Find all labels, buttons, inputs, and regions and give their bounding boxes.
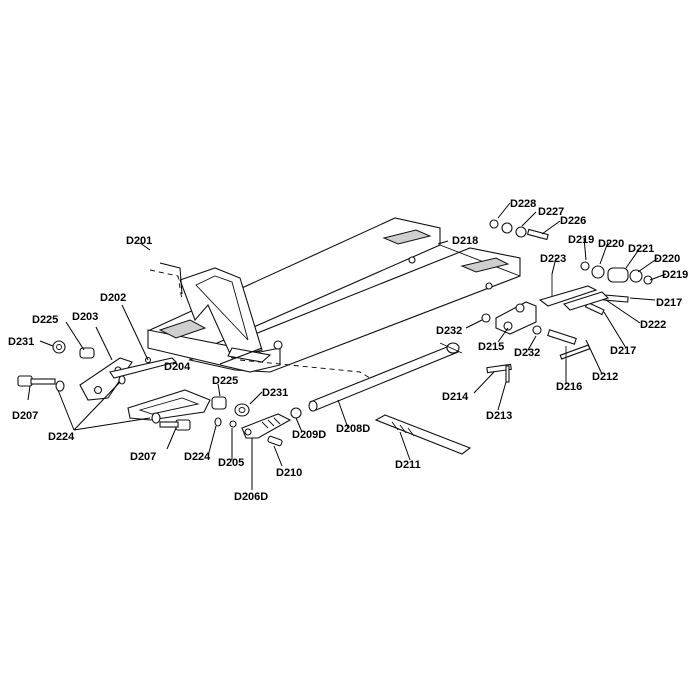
label-d219-right: D219 [662, 269, 688, 281]
assembly-axis-line [149, 269, 183, 301]
label-d225-left: D225 [32, 314, 58, 326]
label-d231-right: D231 [262, 387, 288, 399]
label-d217-lower: D217 [610, 345, 636, 357]
label-d228: D228 [510, 198, 536, 210]
label-d204: D204 [164, 361, 191, 373]
label-d202: D202 [100, 292, 126, 304]
center-right-parts [481, 301, 542, 383]
upper-right-parts [489, 219, 653, 362]
label-d221: D221 [628, 243, 654, 255]
label-d218: D218 [452, 235, 478, 247]
label-d220-right: D220 [654, 253, 680, 265]
label-d208d: D208D [336, 423, 370, 435]
label-d231-left: D231 [8, 336, 34, 348]
rod-d211 [374, 414, 472, 455]
fork-frame [147, 217, 521, 373]
label-d212: D212 [592, 371, 618, 383]
label-d207-left: D207 [12, 410, 38, 422]
label-d225-right: D225 [212, 375, 238, 387]
label-d222: D222 [640, 319, 666, 331]
label-d214: D214 [442, 391, 469, 403]
push-rod-d208d [308, 342, 463, 412]
left-linkage [17, 340, 250, 431]
label-d232-left: D232 [436, 325, 462, 337]
leader-lines [27, 202, 667, 490]
label-d220-left: D220 [598, 238, 624, 250]
label-d217-upper: D217 [656, 297, 682, 309]
label-d206d: D206D [234, 491, 268, 503]
label-d224-lower: D224 [184, 451, 211, 463]
label-d227: D227 [538, 206, 564, 218]
label-d226: D226 [560, 215, 586, 227]
spring-fork-assembly [241, 407, 302, 447]
part-labels: D201 D202 D203 D204 D205 D206D D207 D207… [8, 198, 688, 503]
label-d224-left: D224 [48, 431, 75, 443]
label-d203: D203 [72, 311, 98, 323]
label-d219-left: D219 [568, 234, 594, 246]
label-d215: D215 [478, 341, 504, 353]
label-d207-lower: D207 [130, 451, 156, 463]
label-d211: D211 [395, 459, 421, 471]
label-d205: D205 [218, 457, 244, 469]
label-d232-right: D232 [514, 347, 540, 359]
label-d209d: D209D [292, 429, 326, 441]
label-d223: D223 [540, 253, 566, 265]
label-d213: D213 [486, 410, 512, 422]
label-d216: D216 [556, 381, 582, 393]
label-d201: D201 [126, 235, 152, 247]
label-d210: D210 [276, 467, 302, 479]
